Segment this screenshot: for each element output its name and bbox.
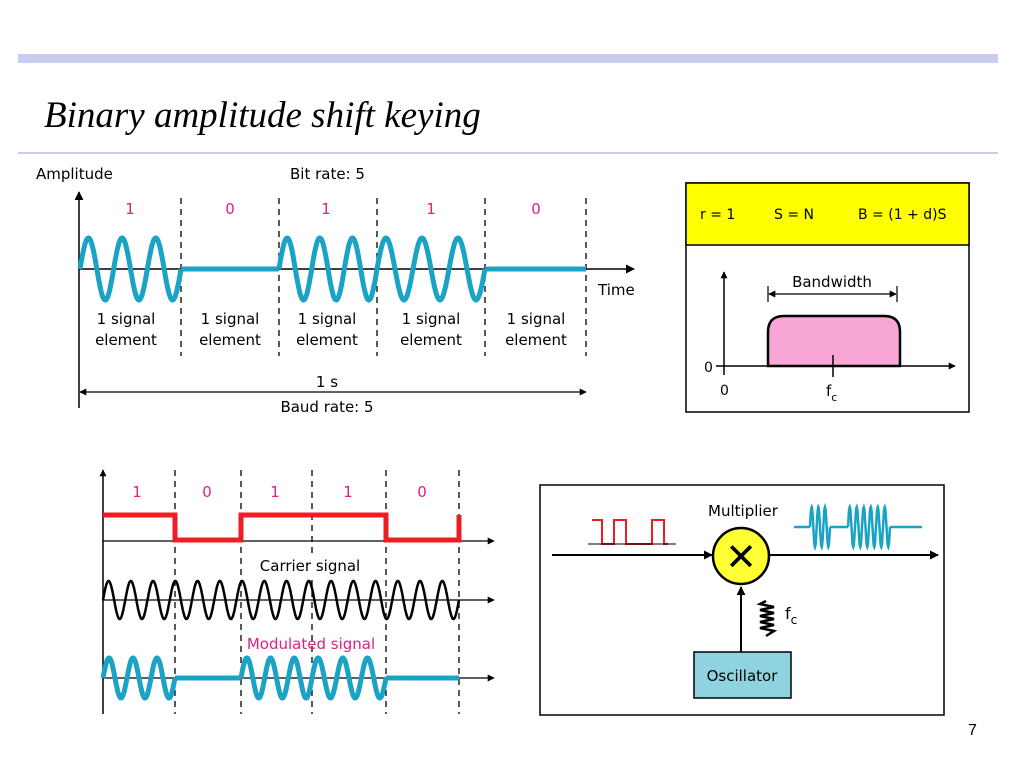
top-ask-diagram: Amplitude Bit rate: 5 Time 1 0 1 1 0 1 s… (36, 165, 635, 416)
bandwidth-panel: r = 1 S = N B = (1 + d)S Bandwidth 0 0 f… (685, 182, 970, 413)
element-label-line2: element (199, 331, 261, 349)
fc-subscript: c (831, 391, 837, 404)
x-zero-label: 0 (720, 383, 729, 399)
bit-label: 1 (125, 200, 135, 218)
b-equation: B = (1 + d)S (858, 207, 947, 223)
ask-signal-wave (77, 235, 586, 303)
input-digital-icon (592, 519, 668, 545)
output-signal-icon (794, 502, 922, 552)
element-label-line2: element (400, 331, 462, 349)
bit-label: 1 (270, 483, 280, 501)
multiplier-circle (711, 526, 771, 586)
element-label-line1: 1 signal (201, 310, 260, 328)
modulated-label: Modulated signal (247, 635, 375, 653)
time-label: Time (597, 281, 635, 299)
bandwidth-shape (766, 314, 902, 368)
parameters-header (685, 182, 970, 246)
digital-signal (103, 512, 462, 543)
bandwidth-label: Bandwidth (792, 273, 872, 291)
ask-modulator-block-diagram: ✕ Multiplier fc Oscillator (539, 484, 945, 716)
slide-title: Binary amplitude shift keying (44, 95, 481, 136)
bit-labels: 1 0 1 1 0 (132, 483, 427, 501)
oscillator-label: Oscillator (707, 667, 779, 685)
element-label-line2: element (95, 331, 157, 349)
fc-main: f (785, 604, 791, 623)
modulated-signal (100, 655, 459, 701)
coil-icon (756, 599, 778, 638)
carrier-signal (101, 579, 461, 621)
bit-label: 0 (225, 200, 235, 218)
baud-rate-label: Baud rate: 5 (280, 398, 373, 416)
multiplier-label: Multiplier (708, 502, 779, 520)
element-label-line2: element (296, 331, 358, 349)
bit-rate-label: Bit rate: 5 (290, 165, 365, 183)
element-label-line1: 1 signal (97, 310, 156, 328)
title-underline (18, 152, 998, 154)
y-zero-label: 0 (704, 360, 713, 376)
element-label-line1: 1 signal (507, 310, 566, 328)
carrier-label: Carrier signal (260, 557, 360, 575)
fc-main: f (826, 382, 832, 400)
bit-label: 0 (417, 483, 427, 501)
element-label-line2: element (505, 331, 567, 349)
bit-label: 1 (132, 483, 142, 501)
modulation-waveforms: 1 0 1 1 0 Carrier signal Modulated signa… (99, 469, 495, 714)
top-accent-bar (18, 54, 998, 63)
r-equation: r = 1 (700, 207, 735, 223)
bit-label: 1 (426, 200, 436, 218)
bit-label: 0 (531, 200, 541, 218)
bit-label: 0 (202, 483, 212, 501)
multiplier-icon: ✕ (725, 535, 757, 579)
element-label-line1: 1 signal (402, 310, 461, 328)
page-number: 7 (968, 722, 977, 739)
oscillator-fc-label: fc (785, 604, 797, 627)
fc-subscript: c (791, 613, 798, 627)
bit-label: 1 (321, 200, 331, 218)
bit-label: 1 (343, 483, 353, 501)
element-label-line1: 1 signal (298, 310, 357, 328)
oscillator-box (693, 651, 792, 699)
s-equation: S = N (774, 207, 814, 223)
signal-element-labels: 1 signal element 1 signal element 1 sign… (95, 310, 567, 349)
bit-labels: 1 0 1 1 0 (125, 200, 541, 218)
duration-label: 1 s (316, 373, 338, 391)
carrier-label-bg (254, 556, 365, 576)
fc-label: fc (826, 382, 837, 404)
amplitude-label: Amplitude (36, 165, 113, 183)
